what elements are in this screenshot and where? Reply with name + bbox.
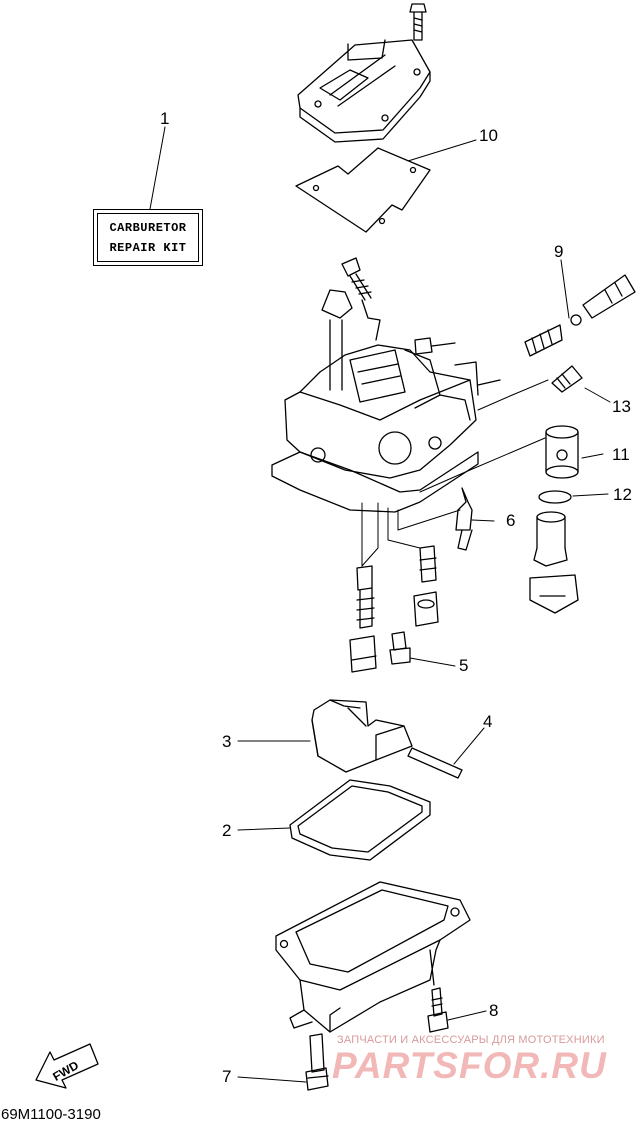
callout-10: 10 <box>479 126 498 145</box>
callout-1: 1 <box>160 109 170 128</box>
watermark-tagline: ЗАПЧАСТИ И АКСЕССУАРЫ ДЛЯ МОТОТЕХНИКИ <box>337 1034 605 1046</box>
callout-7: 7 <box>222 1067 232 1086</box>
callout-2: 2 <box>222 821 232 840</box>
carburetor-body-part <box>271 257 636 513</box>
kit-label-line2: REPAIR KIT <box>109 240 187 255</box>
callout-4: 4 <box>483 712 493 731</box>
callout-9: 9 <box>554 242 564 261</box>
watermark-logo: PARTSFOR.RU <box>332 1045 607 1086</box>
carburetor-repair-kit-box: CARBURETOR REPAIR KIT <box>93 209 203 266</box>
gasket-10-part <box>295 147 431 233</box>
callout-13: 13 <box>612 397 631 416</box>
callout-11: 11 <box>612 445 630 464</box>
diagram-code: 69M1100-3190 <box>1 1106 101 1123</box>
jets-and-needle-parts <box>455 365 583 614</box>
main-jet-parts <box>349 545 439 673</box>
float-bowl-part <box>275 881 471 1091</box>
callout-12: 12 <box>613 485 632 504</box>
top-cover-part <box>297 3 431 143</box>
callout-3: 3 <box>222 732 232 751</box>
fwd-arrow-icon <box>35 1043 99 1089</box>
callout-5: 5 <box>459 656 469 675</box>
callout-8: 8 <box>489 1001 499 1020</box>
kit-inner-border: CARBURETOR REPAIR KIT <box>97 213 199 262</box>
leader-lines <box>149 126 611 1083</box>
kit-label-line1: CARBURETOR <box>109 220 187 235</box>
float-part <box>311 699 413 773</box>
gasket-2-part <box>289 779 431 861</box>
float-pin-part <box>407 747 463 779</box>
callout-6: 6 <box>506 511 516 530</box>
